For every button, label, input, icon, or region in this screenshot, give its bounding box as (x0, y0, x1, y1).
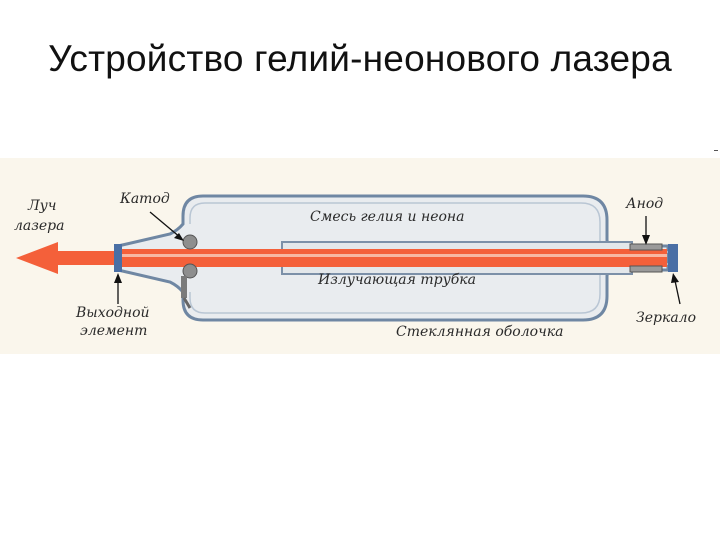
laser-beam-core (122, 249, 667, 267)
laser-beam-highlight (122, 254, 667, 257)
label-laser-beam-line2: лазера (14, 218, 65, 234)
output-beam (56, 251, 118, 265)
laser-diagram-panel: Луч лазера Катод Смесь гелия и неона Ано… (0, 158, 720, 354)
label-cathode: Катод (119, 191, 170, 207)
cathode-electrode-bottom (182, 263, 198, 279)
label-gas-mixture: Смесь гелия и неона (310, 209, 465, 225)
label-output-element-line2: элемент (80, 323, 147, 339)
pointer-cathode (149, 211, 184, 241)
label-mirror: Зеркало (636, 310, 696, 326)
slide-title: Устройство гелий-неонового лазера (48, 38, 672, 79)
mirror-plate (668, 244, 678, 272)
label-output-element-line1: Выходной (75, 305, 150, 321)
label-anode: Анод (625, 196, 663, 212)
anode-electrode-bottom (629, 265, 663, 273)
edge-tick (714, 150, 718, 151)
pointer-anode (642, 216, 650, 245)
label-emitting-tube: Излучающая трубка (317, 272, 476, 288)
cathode-lead (181, 276, 187, 298)
pointer-mirror (671, 273, 681, 305)
output-element (114, 244, 122, 272)
pointer-output-element (114, 273, 122, 304)
cathode-pin (182, 297, 192, 309)
cathode-electrode-top (182, 234, 198, 250)
label-glass-envelope: Стеклянная оболочка (396, 324, 564, 340)
output-beam-arrowhead (16, 242, 58, 274)
label-laser-beam-line1: Луч (27, 198, 57, 214)
laser-diagram: Луч лазера Катод Смесь гелия и неона Ано… (0, 158, 720, 354)
